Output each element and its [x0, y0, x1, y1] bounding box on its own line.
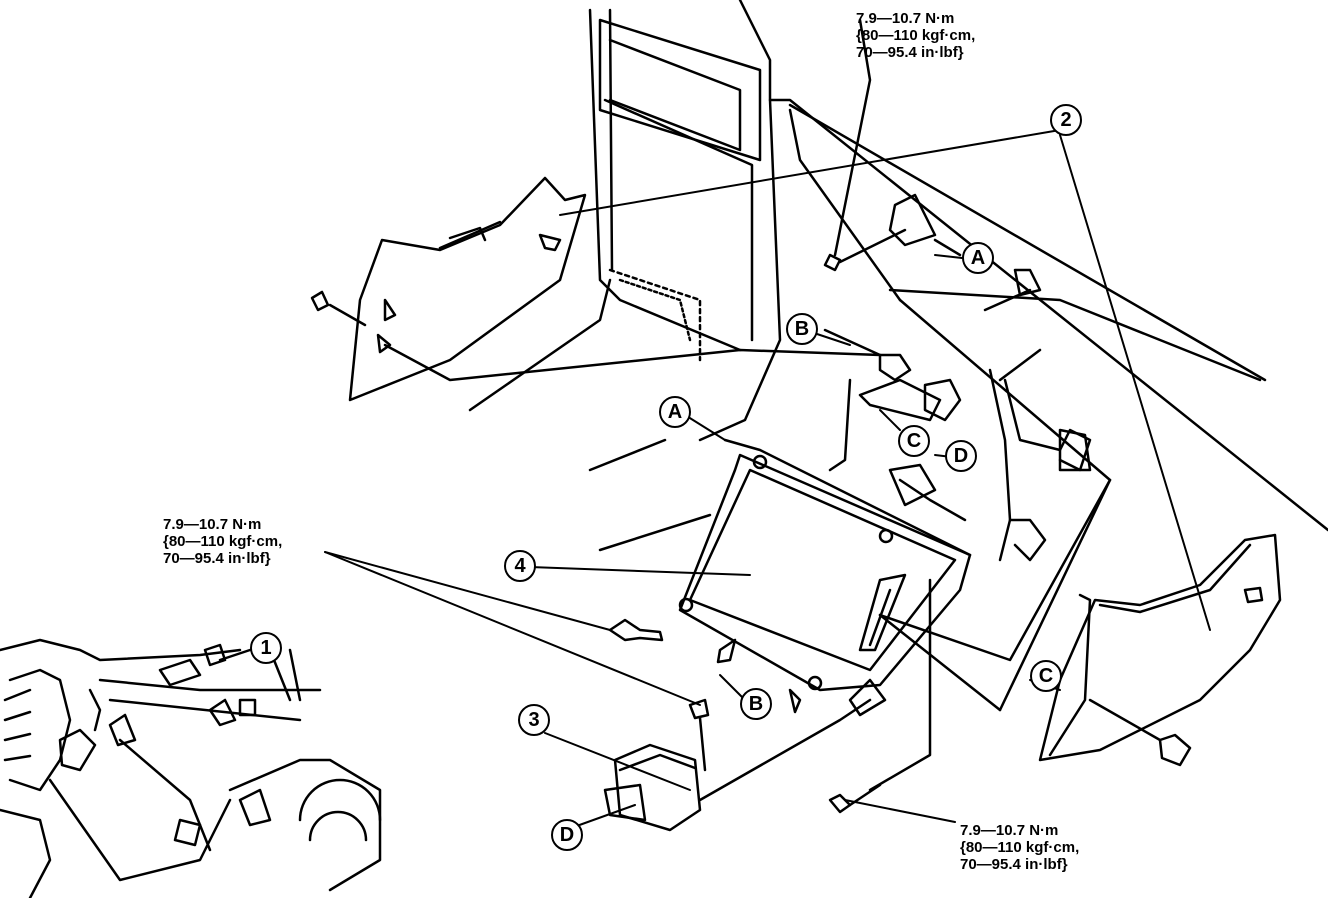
callout-ref-a-top: A — [962, 242, 994, 274]
torque-spec-top-line2: {80—110 kgf·cm, — [856, 27, 976, 44]
left-trim-panel — [310, 176, 882, 412]
reference-lines — [788, 103, 1267, 712]
torque-spec-top-line3: 70—95.4 in·lbf} — [856, 44, 964, 61]
callout-ref-b-bottom: B — [740, 688, 772, 720]
bracket-a-top — [823, 18, 962, 272]
torque-spec-left: 7.9—10.7 N·m {80—110 kgf·cm, 70—95.4 in·… — [163, 516, 282, 567]
torque-spec-bottom-line1: 7.9—10.7 N·m — [960, 822, 1059, 839]
bracket-b — [823, 328, 942, 472]
torque-spec-bottom-line3: 70—95.4 in·lbf} — [960, 856, 1068, 873]
torque-spec-bottom-line2: {80—110 kgf·cm, — [960, 839, 1080, 856]
torque-spec-top: 7.9—10.7 N·m {80—110 kgf·cm, 70—95.4 in·… — [856, 10, 975, 61]
callout-part-3: 3 — [518, 704, 550, 736]
torque-spec-top-line1: 7.9—10.7 N·m — [856, 10, 955, 27]
callout-ref-c-center: C — [898, 425, 930, 457]
callout-part-2: 2 — [1050, 104, 1082, 136]
engine-bay-inset — [0, 638, 382, 898]
torque-spec-left-line2: {80—110 kgf·cm, — [163, 533, 283, 550]
torque-spec-left-line3: 70—95.4 in·lbf} — [163, 550, 271, 567]
bolts — [608, 578, 1192, 814]
callout-part-1: 1 — [250, 632, 282, 664]
control-unit — [588, 438, 972, 717]
right-trim-panel — [1038, 533, 1282, 762]
callout-part-4: 4 — [504, 550, 536, 582]
torque-spec-bottom: 7.9—10.7 N·m {80—110 kgf·cm, 70—95.4 in·… — [960, 822, 1079, 873]
callout-ref-b-top: B — [786, 313, 818, 345]
callout-ref-d-center: D — [945, 440, 977, 472]
wiring-harness — [888, 268, 1092, 562]
relay — [603, 698, 872, 832]
callout-ref-c-right: C — [1030, 660, 1062, 692]
callout-ref-a-left: A — [659, 396, 691, 428]
torque-spec-left-line1: 7.9—10.7 N·m — [163, 516, 262, 533]
callout-ref-d-bottom: D — [551, 819, 583, 851]
